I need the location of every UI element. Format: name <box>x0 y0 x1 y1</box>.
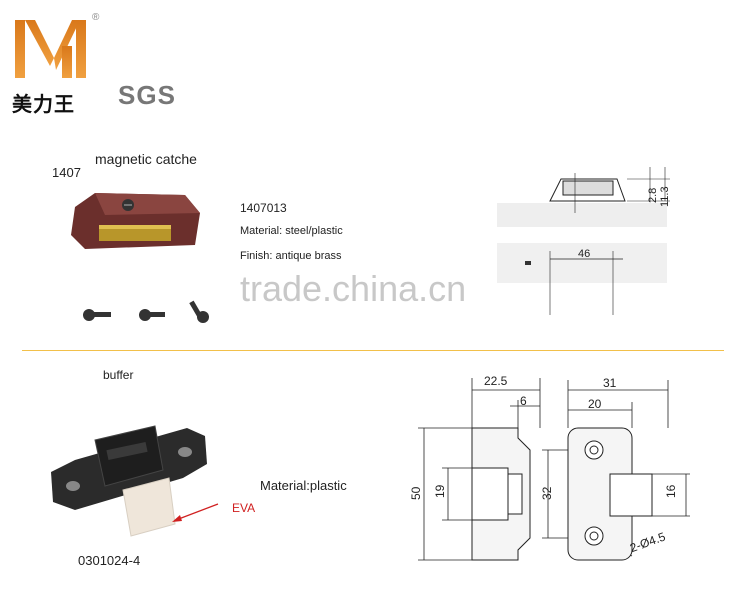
catch-series: 1407 <box>52 165 81 180</box>
dim-side-small: 6 <box>520 394 527 408</box>
section-divider <box>22 350 724 351</box>
dim-front-top: 31 <box>603 376 617 390</box>
dim-front-right: 16 <box>664 484 678 498</box>
dim-front-height: 32 <box>540 486 554 500</box>
dim-side-height: 50 <box>409 486 423 500</box>
logo-mark-icon <box>15 20 86 78</box>
eva-label: EVA <box>232 501 256 515</box>
dim-side-top: 22.5 <box>484 374 508 388</box>
buffer-material: Material:plastic <box>260 478 347 493</box>
screws-photo <box>75 285 225 330</box>
catch-material: Material: steel/plastic <box>240 225 343 237</box>
buffer-title: buffer <box>103 368 134 382</box>
buffer-photo <box>45 420 215 545</box>
brand-name-cn: 美力王 <box>12 92 75 116</box>
catch-dim-small: 2.8 <box>647 187 659 203</box>
sgs-mark: SGS <box>118 80 176 110</box>
registered-mark: ® <box>92 12 100 23</box>
catch-code: 1407013 <box>240 201 287 215</box>
eva-arrow-icon <box>172 503 219 522</box>
catch-finish: Finish: antique brass <box>240 250 342 262</box>
catch-dim-width: 46 <box>578 248 591 260</box>
catch-title: magnetic catche <box>95 151 197 167</box>
buffer-drawing <box>400 370 700 570</box>
buffer-code: 0301024-4 <box>78 553 141 568</box>
catch-drawing <box>495 165 675 320</box>
watermark-text: trade.china.cn <box>240 268 467 309</box>
brand-logo <box>10 14 105 84</box>
catch-dim-total: 11.3 <box>659 186 671 207</box>
catch-photo <box>65 185 210 265</box>
dim-side-inner: 19 <box>433 484 447 498</box>
dim-front-inner: 20 <box>588 397 602 411</box>
